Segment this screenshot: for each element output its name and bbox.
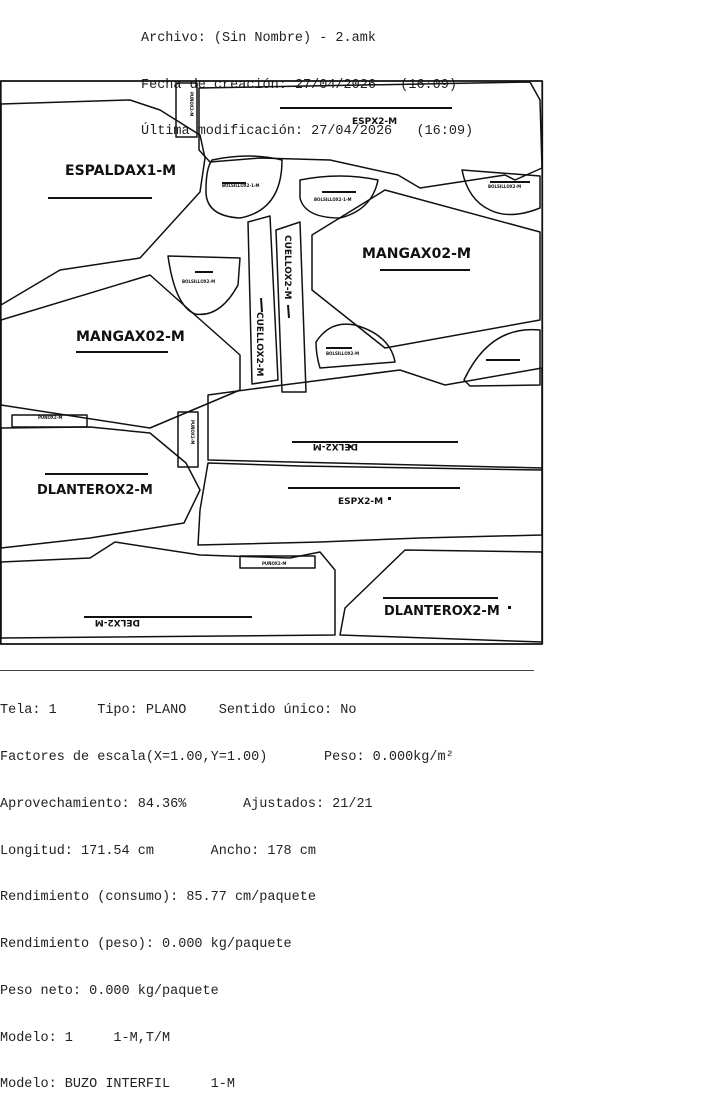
piece-strip-bottom bbox=[239, 555, 316, 569]
piece-label: MANGAX02-M bbox=[76, 329, 185, 345]
piece-bolsillo-f bbox=[463, 328, 541, 387]
divider bbox=[0, 670, 534, 671]
piece-espaldax1 bbox=[0, 99, 206, 306]
info-line: Modelo: BUZO INTERFIL 1-M bbox=[0, 1077, 235, 1093]
marker-layout: ESPX2-M ESPALDAX1-M MANGAX02-M MANGAX02-… bbox=[0, 80, 544, 645]
info-line: Aprovechamiento: 84.36% Ajustados: 21/21 bbox=[0, 796, 373, 812]
piece-label: DLANTEROX2-M bbox=[384, 604, 500, 619]
piece-label: ESPX2-M bbox=[352, 117, 397, 127]
piece-delx2-bottom bbox=[0, 541, 336, 639]
small-label: PUÑOX2-M bbox=[190, 420, 195, 444]
piece-label: CUELLOX2-M bbox=[282, 235, 292, 299]
piece-cuellox2-b bbox=[275, 221, 307, 393]
piece-label: CUELLOX2-M bbox=[254, 312, 264, 376]
info-line: Rendimiento (peso): 0.000 kg/paquete bbox=[0, 937, 292, 953]
info-line: Tela: 1 Tipo: PLANO Sentido único: No bbox=[0, 703, 357, 719]
small-label: PUÑOX2-M bbox=[189, 92, 194, 116]
piece-dlanterox2-left bbox=[0, 426, 201, 549]
piece-label: MANGAX02-M bbox=[362, 246, 471, 262]
grainline bbox=[260, 297, 263, 313]
info-line: Longitud: 171.54 cm Ancho: 178 cm bbox=[0, 843, 316, 859]
notch-mark bbox=[348, 445, 351, 448]
piece-strip-top bbox=[175, 82, 198, 138]
piece-dlanterox2-right bbox=[339, 549, 543, 643]
piece-bolsillo-c bbox=[461, 169, 541, 216]
piece-delx2-mid bbox=[207, 367, 543, 469]
piece-bolsillo-d bbox=[167, 255, 241, 316]
small-label: BOLSILLOX2-M bbox=[488, 184, 521, 189]
file-name: Archivo: (Sin Nombre) - 2.amk bbox=[141, 31, 376, 46]
piece-cuellox2-a bbox=[247, 215, 279, 385]
small-label: BOLSILLOX2-M bbox=[182, 279, 215, 284]
piece-mangax02-right bbox=[311, 189, 541, 349]
piece-bolsillo-e bbox=[315, 323, 396, 369]
marker-info: Tela: 1 Tipo: PLANO Sentido único: No Fa… bbox=[0, 672, 454, 1109]
modification-date: Última modificación: 27/04/2026 (16:09) bbox=[141, 124, 474, 139]
piece-label: ESPALDAX1-M bbox=[65, 163, 176, 179]
info-line: Factores de escala(X=1.00,Y=1.00) Peso: … bbox=[0, 749, 454, 765]
piece-label: ESPX2-M bbox=[338, 497, 383, 507]
piece-label: DELX2-M bbox=[313, 441, 358, 451]
piece-espx2-mid bbox=[197, 462, 543, 546]
notch-mark bbox=[467, 248, 470, 251]
small-label: BOLSILLOX2-1-M bbox=[222, 183, 260, 188]
small-label: PUÑOX2-M bbox=[38, 415, 62, 420]
small-label: PUÑOX2-M bbox=[262, 561, 286, 566]
small-label: BOLSILLOX2-M bbox=[326, 351, 359, 356]
piece-label: DLANTEROX2-M bbox=[37, 483, 153, 498]
grainline bbox=[287, 304, 290, 319]
notch-mark bbox=[388, 497, 391, 500]
info-line: Rendimiento (consumo): 85.77 cm/paquete bbox=[0, 890, 316, 906]
notch-mark bbox=[508, 606, 511, 609]
info-line: Modelo: 1 1-M,T/M bbox=[0, 1030, 171, 1046]
small-label: BOLSILLOX2-1-M bbox=[314, 197, 352, 202]
piece-label: DELX2-M bbox=[95, 617, 140, 627]
info-line: Peso neto: 0.000 kg/paquete bbox=[0, 983, 219, 999]
piece-bolsillo-a bbox=[205, 155, 283, 219]
piece-bolsillo-b bbox=[299, 175, 379, 219]
